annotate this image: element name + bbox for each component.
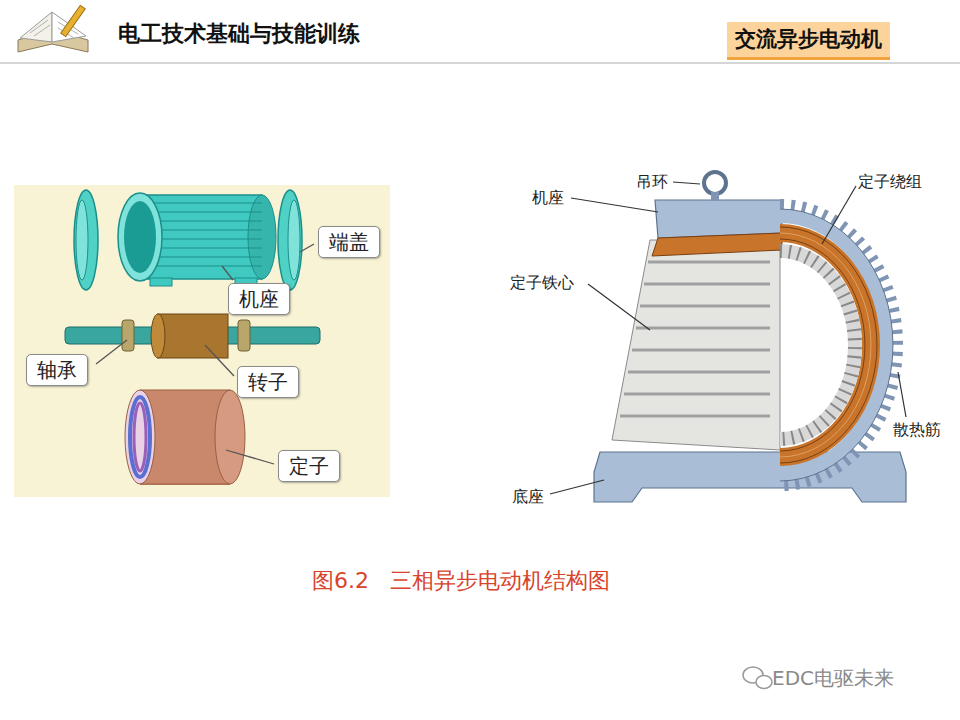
part-callout: 定子 (278, 450, 340, 482)
part-callout: 转子 (237, 366, 299, 398)
node-text: 机座 (239, 287, 279, 311)
part-callout: 端盖 (318, 226, 380, 258)
wechat-icon (743, 667, 772, 689)
node-text: 转子 (248, 370, 288, 394)
exploded-view (14, 185, 390, 497)
slide-title: 电工技术基础与技能训练 (118, 21, 360, 47)
part-label: 散热筋 (893, 420, 941, 439)
book-icon (18, 5, 88, 52)
node-text: 轴承 (37, 358, 77, 382)
section-tag: 交流异步电动机 (727, 22, 890, 60)
part-callout: 机座 (228, 283, 290, 315)
cutaway-motor (550, 172, 906, 502)
part-label: 定子铁心 (510, 273, 574, 292)
node-text: 端盖 (329, 230, 369, 254)
watermark: EDC电驱未来 (772, 666, 894, 690)
part-label: 定子绕组 (858, 172, 922, 191)
node-text: 交流异步电动机 (735, 27, 882, 51)
figure-caption: 图6.2 三相异步电动机结构图 (312, 568, 610, 594)
part-label: 吊环 (636, 172, 668, 191)
part-label: 机座 (532, 188, 564, 207)
part-label: 底座 (512, 487, 544, 506)
header-rule (0, 62, 960, 64)
node-text: 定子 (289, 454, 329, 478)
part-callout: 轴承 (26, 354, 88, 386)
